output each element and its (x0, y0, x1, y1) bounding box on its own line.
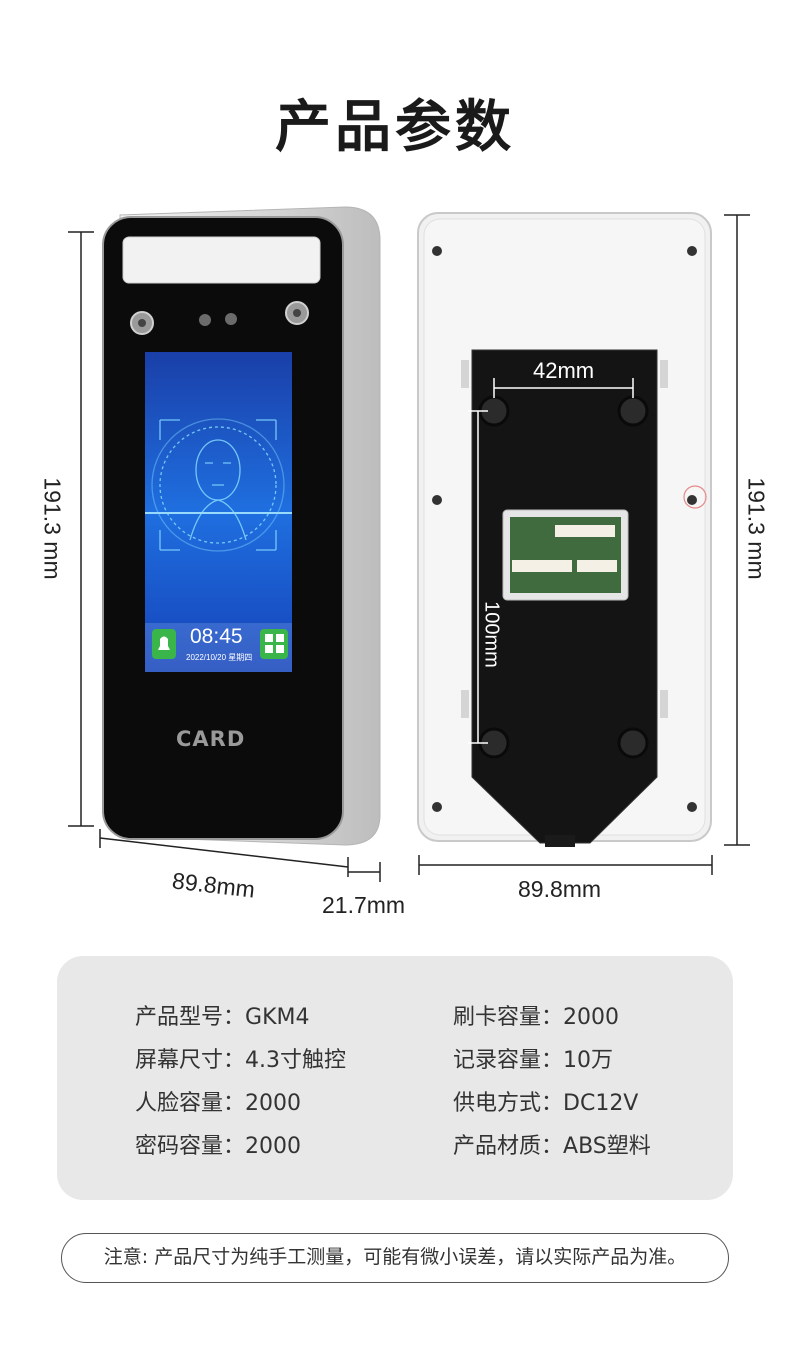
device-back (417, 212, 712, 847)
spec-row: 屏幕尺寸：4.3寸触控 (135, 1039, 346, 1082)
hole-spacing-v-label: 100mm (480, 601, 503, 668)
spec-row: 刷卡容量：2000 (453, 996, 651, 1039)
spec-value: ABS塑料 (563, 1134, 651, 1159)
spec-label: 屏幕尺寸： (135, 1048, 246, 1073)
face-scan-icon (145, 418, 292, 552)
spec-value: GKM4 (245, 1005, 310, 1030)
spec-row: 人脸容量：2000 (135, 1082, 346, 1125)
spec-value: 2000 (245, 1091, 302, 1116)
hole-spacing-h-label: 42mm (533, 358, 595, 383)
disclaimer-note: 注意: 产品尺寸为纯手工测量，可能有微小误差，请以实际产品为准。 (61, 1233, 729, 1283)
spec-value: 2000 (245, 1134, 302, 1159)
spec-label: 产品材质： (453, 1134, 564, 1159)
spec-row: 供电方式：DC12V (453, 1082, 651, 1125)
clock-time: 08:45 (190, 625, 243, 648)
specs-right-column: 刷卡容量：2000 记录容量：10万 供电方式：DC12V 产品材质：ABS塑料 (453, 996, 651, 1168)
spec-value: 4.3寸触控 (245, 1048, 347, 1073)
spec-row: 产品材质：ABS塑料 (453, 1125, 651, 1168)
spec-row: 产品型号：GKM4 (135, 996, 346, 1039)
product-illustration (68, 206, 750, 882)
spec-label: 供电方式： (453, 1091, 564, 1116)
depth-label: 21.7mm (322, 892, 406, 918)
product-dimension-figure: CARD 08:45 2022/10/20 星期四 191.3 mm 89.8m… (0, 195, 790, 935)
page-title: 产品参数 (275, 95, 515, 160)
spec-value: 10万 (563, 1048, 614, 1073)
front-height-label: 191.3 mm (39, 477, 66, 580)
back-width-label: 89.8mm (518, 876, 602, 902)
spec-value: 2000 (563, 1005, 620, 1030)
apps-icon (260, 629, 288, 659)
clock-date: 2022/10/20 星期四 (186, 653, 253, 662)
specs-panel: 产品型号：GKM4 屏幕尺寸：4.3寸触控 人脸容量：2000 密码容量：200… (57, 956, 733, 1200)
spec-value: DC12V (563, 1091, 639, 1116)
back-height-label: 191.3 mm (743, 477, 770, 580)
dimension-lines (68, 214, 750, 882)
spec-label: 刷卡容量： (453, 1005, 564, 1030)
spec-label: 密码容量： (135, 1134, 246, 1159)
hole-dimension-lines (468, 378, 634, 744)
card-label: CARD (176, 727, 246, 751)
spec-row: 记录容量：10万 (453, 1039, 651, 1082)
spec-label: 记录容量： (453, 1048, 564, 1073)
spec-label: 人脸容量： (135, 1091, 246, 1116)
spec-label: 产品型号： (135, 1005, 246, 1030)
spec-row: 密码容量：2000 (135, 1125, 346, 1168)
device-front (102, 206, 381, 846)
specs-left-column: 产品型号：GKM4 屏幕尺寸：4.3寸触控 人脸容量：2000 密码容量：200… (135, 996, 346, 1168)
